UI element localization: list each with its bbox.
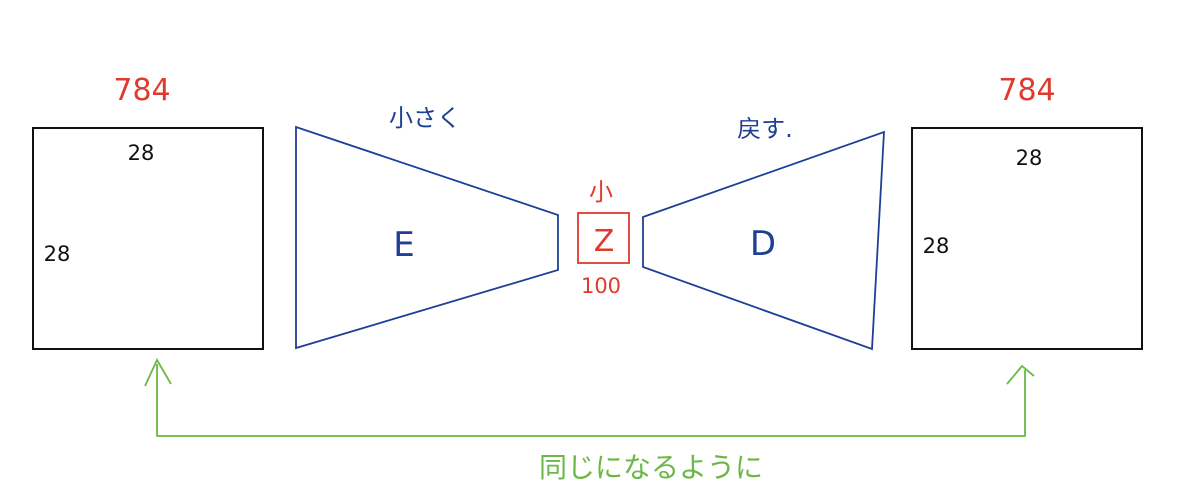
output-arrowhead-icon	[1006, 364, 1035, 385]
output-image: 784 28 28	[911, 73, 1143, 350]
comparison-connector: 同じになるように	[144, 358, 1035, 484]
output-width-label: 28	[1016, 146, 1043, 170]
latent-label: Z	[594, 224, 615, 259]
input-arrowhead-icon	[144, 358, 172, 387]
output-height-label: 28	[923, 234, 950, 258]
output-size-label: 784	[998, 73, 1055, 108]
comparison-caption: 同じになるように	[539, 451, 763, 484]
input-height-label: 28	[44, 242, 71, 266]
input-image: 784 28 28	[32, 73, 264, 350]
encoder-trapezoid	[295, 125, 559, 350]
encoder-label: E	[393, 225, 414, 265]
decoder-label: D	[750, 224, 776, 264]
input-image-box	[32, 127, 264, 350]
input-size-label: 784	[113, 73, 170, 108]
latent-size-label: 100	[581, 274, 621, 298]
encoder-caption: 小さく	[389, 104, 461, 132]
latent: 小 Z 100	[577, 178, 630, 298]
decoder-caption: 戻す.	[737, 115, 793, 143]
comparison-line	[156, 364, 1026, 437]
decoder-trapezoid	[642, 130, 885, 351]
latent-caption: 小	[589, 178, 613, 206]
latent-box	[577, 212, 630, 264]
decoder: 戻す. D	[642, 115, 885, 351]
output-image-box	[911, 127, 1143, 350]
input-width-label: 28	[128, 141, 155, 165]
encoder: 小さく E	[295, 104, 559, 350]
